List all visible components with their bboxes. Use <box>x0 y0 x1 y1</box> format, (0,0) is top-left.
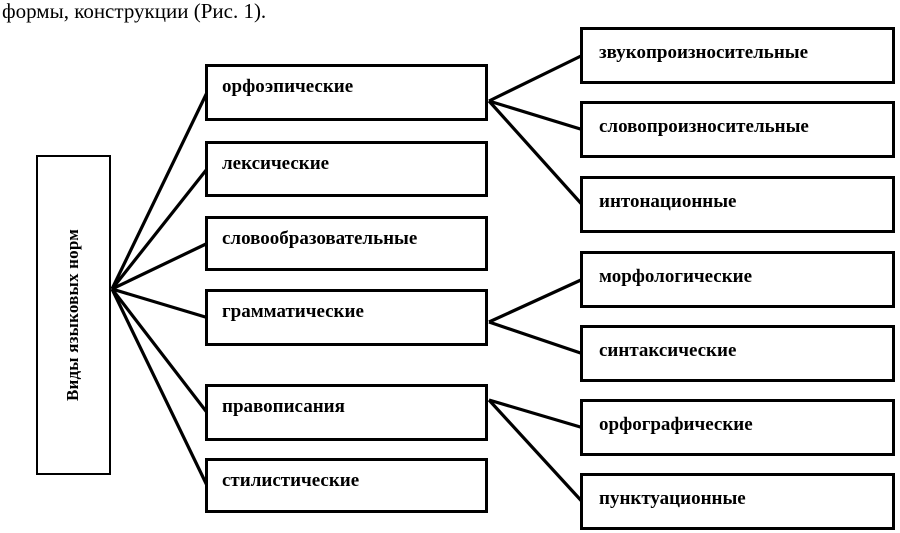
node-label: правописания <box>222 396 345 417</box>
node-sintaksicheskie[interactable]: синтаксические <box>580 325 895 382</box>
node-punktuacionnye[interactable]: пунктуационные <box>580 473 895 530</box>
node-label: лексические <box>222 153 330 174</box>
node-orfoepicheskie[interactable]: орфоэпические <box>205 64 488 121</box>
node-slovoproiznositelnye[interactable]: словопроизносительные <box>580 101 895 158</box>
node-grammaticheskie[interactable]: грамматические <box>205 289 488 346</box>
node-pravopisaniya[interactable]: правописания <box>205 384 488 441</box>
node-label: орфографические <box>599 414 753 435</box>
node-zvukoproiznositelnye[interactable]: звукопроизносительные <box>580 27 895 84</box>
node-label: пунктуационные <box>599 488 746 509</box>
node-stilisticheskie[interactable]: стилистические <box>205 458 488 513</box>
node-intonacionnye[interactable]: интонационные <box>580 176 895 233</box>
node-label: словообразовательные <box>222 228 418 249</box>
node-label: грамматические <box>222 301 364 322</box>
node-label: интонационные <box>599 191 737 212</box>
node-label: Виды языковых норм <box>63 228 83 402</box>
figure-caption: формы, конструкции (Рис. 1). <box>2 0 267 23</box>
node-morfologicheskie[interactable]: морфологические <box>580 251 895 308</box>
node-label: звукопроизносительные <box>599 42 809 63</box>
node-orfograficheskie[interactable]: орфографические <box>580 399 895 456</box>
node-label: орфоэпические <box>222 76 354 97</box>
node-leksicheskie[interactable]: лексические <box>205 141 488 197</box>
node-vidy-yazykovyh-norm[interactable]: Виды языковых норм <box>36 155 111 475</box>
node-slovoobrazovatelnye[interactable]: словообразовательные <box>205 216 488 271</box>
node-label: словопроизносительные <box>599 116 809 137</box>
node-label: синтаксические <box>599 340 737 361</box>
node-label: стилистические <box>222 470 360 491</box>
node-label: морфологические <box>599 266 753 287</box>
